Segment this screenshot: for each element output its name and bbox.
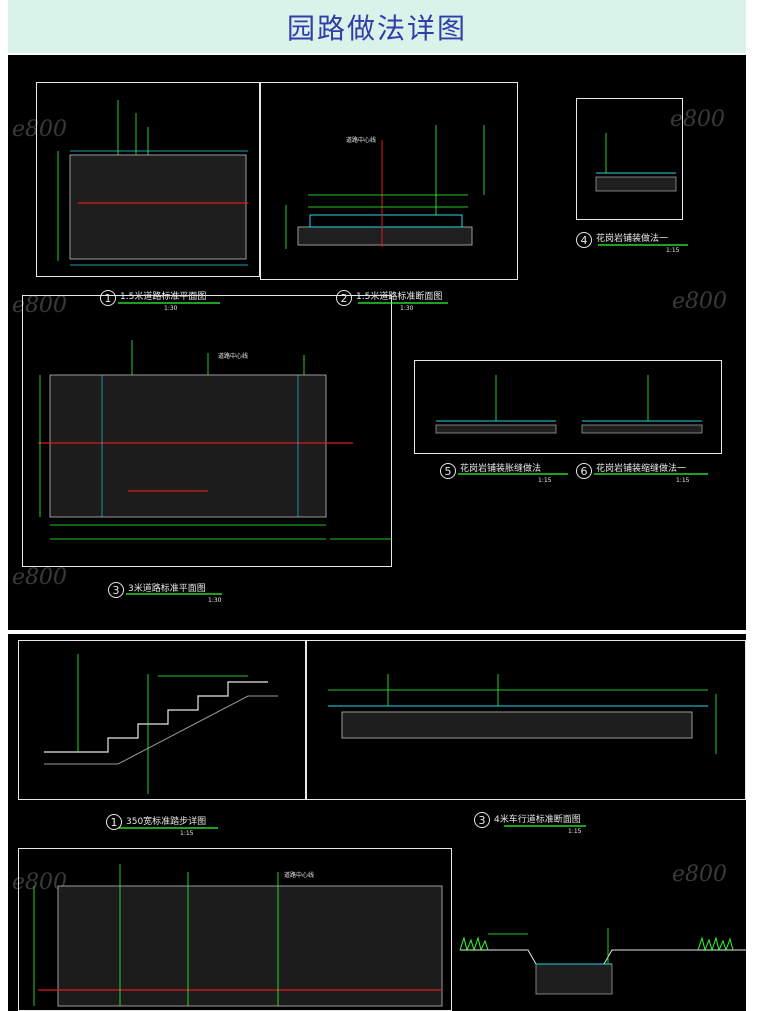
drawing-scale: 1:30 xyxy=(208,597,222,604)
paving-hatch xyxy=(57,885,443,1007)
paving-detail xyxy=(435,424,557,434)
drawing-title: 花岗岩铺装缩缝做法一 xyxy=(596,464,687,474)
road-base xyxy=(341,711,693,739)
drawing-number-badge: 1 xyxy=(100,290,116,306)
stair-base xyxy=(44,695,278,765)
drawing-scale: 1:15 xyxy=(538,477,552,484)
page-banner: 园路做法详图 xyxy=(8,0,746,53)
section-base xyxy=(297,226,473,246)
drawing-number-badge: 3 xyxy=(108,582,124,598)
road-centerline-note: 道路中心线 xyxy=(284,872,315,879)
drawing-frame-roadway xyxy=(306,640,746,800)
section-layer xyxy=(309,214,463,228)
drawing-scale: 1:15 xyxy=(676,477,690,484)
drawing-title: 4米车行道标准断面图 xyxy=(494,815,581,825)
road-centerline-note: 道路中心线 xyxy=(346,137,377,144)
grass-tuft xyxy=(459,936,489,952)
paving-detail xyxy=(595,176,677,192)
grass-tuft xyxy=(697,936,734,952)
stair-profile xyxy=(44,681,268,753)
drawing-title: 3米道路标准平面图 xyxy=(128,584,206,594)
paving-hatch xyxy=(69,154,247,260)
drawing-frame-3 xyxy=(22,295,392,567)
drawing-frame-4 xyxy=(576,98,683,220)
drawing-title: 1.5米道路标准断面图 xyxy=(356,292,443,302)
drawing-scale: 1:30 xyxy=(164,305,178,312)
watermark-logo: e800 xyxy=(12,565,68,590)
cad-linework-lower xyxy=(33,654,746,1007)
watermark-logo: e800 xyxy=(670,107,726,132)
drawing-scale: 1:15 xyxy=(180,830,194,837)
page-title: 园路做法详图 xyxy=(286,11,467,45)
drawing-title: 350宽标准踏步详图 xyxy=(126,817,207,827)
watermark-logo: e800 xyxy=(672,862,728,887)
paving-grid xyxy=(49,374,327,518)
cad-linework-upper xyxy=(38,100,708,595)
drawing-number-badge: 4 xyxy=(576,232,592,248)
drawing-sheet-upper: e800 e800 e800 e800 e800 xyxy=(8,55,746,630)
drawing-frame-5-6 xyxy=(414,360,722,454)
drawing-frame-steps xyxy=(18,640,306,800)
drawing-title: 1.5米道路标准平面图 xyxy=(120,292,207,302)
drawing-scale: 1:30 xyxy=(400,305,414,312)
drawing-scale: 1:15 xyxy=(666,247,680,254)
drawing-number-badge: 6 xyxy=(576,463,592,479)
drawing-frame-2 xyxy=(260,82,518,280)
drawing-number-badge: 3 xyxy=(474,812,490,828)
watermark-logo: e800 xyxy=(672,289,728,314)
drawing-number-badge: 5 xyxy=(440,463,456,479)
drawing-title: 花岗岩铺装胀缝做法 xyxy=(460,464,542,474)
ground-profile xyxy=(460,949,746,965)
drawing-frame-1 xyxy=(36,82,260,277)
watermark-logo: e800 xyxy=(12,117,68,142)
road-base xyxy=(535,963,613,995)
watermark-logo: e800 xyxy=(12,293,68,318)
paving-detail xyxy=(581,424,703,434)
drawing-number-badge: 2 xyxy=(336,290,352,306)
drawing-sheet-lower: e800 e800 1 350宽标准踏步详 xyxy=(8,634,746,1011)
drawing-title: 花岗岩铺装做法一 xyxy=(596,234,669,244)
drawing-number-badge: 1 xyxy=(106,814,122,830)
road-centerline-note: 道路中心线 xyxy=(218,353,249,360)
drawing-scale: 1:15 xyxy=(568,828,582,835)
